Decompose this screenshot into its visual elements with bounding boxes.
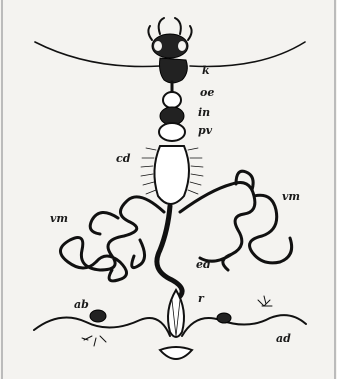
label-cd: cd	[116, 152, 131, 165]
label-k: k	[202, 64, 210, 77]
k-organ	[160, 58, 188, 83]
label-in: in	[198, 106, 210, 119]
pv-organ	[159, 123, 185, 141]
label-oe: oe	[200, 86, 214, 99]
label-ed: ed	[196, 258, 211, 271]
label-ad: ad	[276, 332, 291, 345]
label-vm-left: vm	[50, 212, 68, 225]
oe-bulb	[163, 92, 181, 108]
label-pv: pv	[198, 124, 213, 137]
label-ab: ab	[74, 298, 89, 311]
label-vm-right: vm	[282, 190, 300, 203]
